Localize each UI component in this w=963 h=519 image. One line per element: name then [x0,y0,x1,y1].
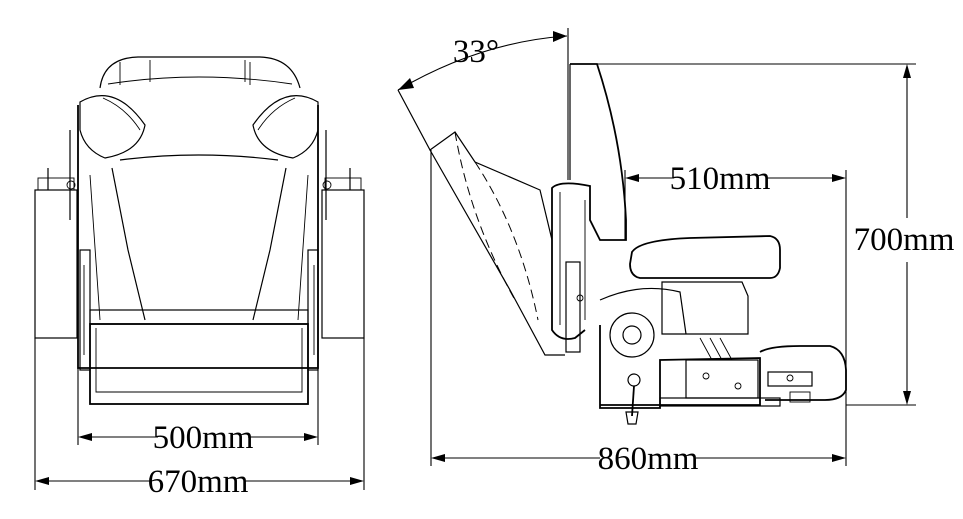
dim-label-670: 670mm [148,464,249,500]
dim-label-700: 700mm [854,222,955,258]
front-headrest [99,56,301,89]
dim-side-depth: 510mm [624,161,847,405]
dim-label-500: 500mm [153,420,254,456]
recline-angle: 33° [397,28,569,180]
front-frame [77,105,319,369]
right-armrest [321,189,365,339]
reclined-backrest [397,89,553,241]
dim-front-inner: 500mm [77,368,319,456]
pivot-circle [609,312,655,358]
base-frame [599,325,761,409]
dim-label-angle: 33° [453,34,499,70]
front-view: 500mm 670mm [34,56,365,500]
dim-side-height: 700mm [597,63,955,406]
adjust-knob [627,373,641,387]
dim-side-length: 860mm [430,150,847,477]
dim-label-860: 860mm [598,441,699,477]
dim-label-510: 510mm [670,161,771,197]
left-armrest [34,189,78,339]
seat-cushion [629,235,781,279]
dim-front-outer: 670mm [34,338,365,500]
side-view: 33° [397,28,955,477]
upright-backrest [551,63,627,340]
front-slide [759,345,847,401]
